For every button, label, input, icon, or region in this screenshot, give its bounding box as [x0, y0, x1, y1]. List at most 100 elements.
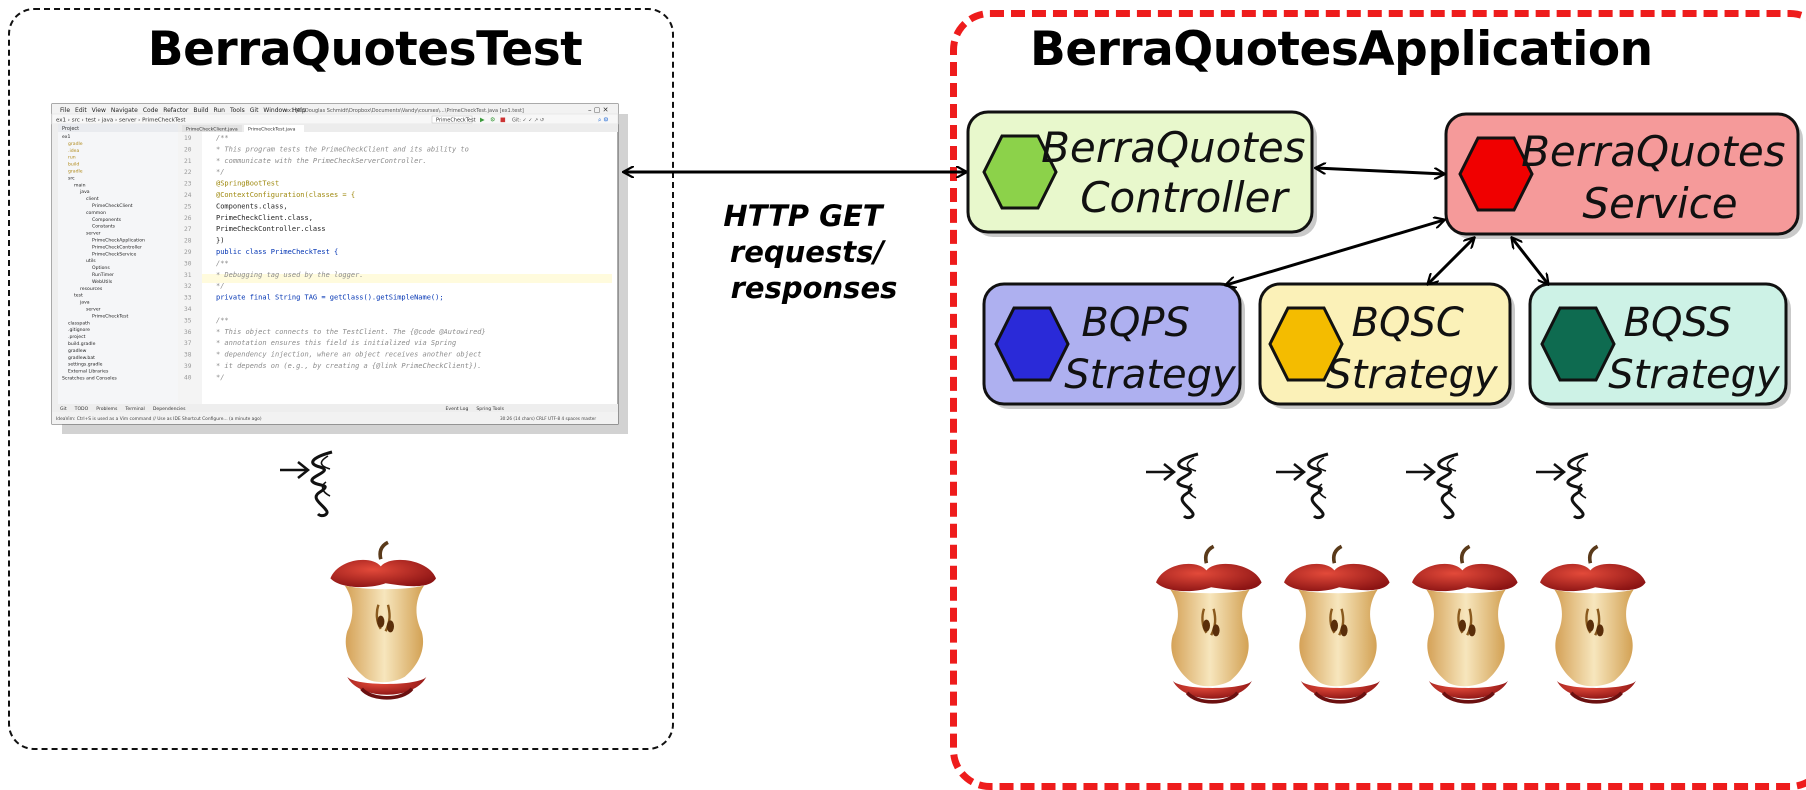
- http-arrow-label: HTTP GET requests/ responses: [723, 199, 897, 305]
- project-tree-item: server: [86, 307, 101, 313]
- code-line: PrimeCheckClient.class,: [216, 214, 313, 222]
- bqsc-label-2: Strategy: [1326, 352, 1499, 398]
- project-tree-item: src: [68, 175, 75, 181]
- code-line: * This program tests the PrimeCheckClien…: [216, 145, 469, 153]
- line-number: 35: [184, 317, 192, 324]
- bqss-box[interactable]: BQSS Strategy: [1528, 282, 1791, 409]
- ide-menu-item: Code: [143, 107, 159, 114]
- project-tree-item: Constants: [92, 224, 116, 230]
- project-tree-item: ex1: [62, 134, 70, 140]
- bqss-hexagon-icon: [1540, 306, 1616, 382]
- ide-menu-item: Tools: [229, 107, 245, 114]
- ide-menu-item: Help: [292, 107, 306, 114]
- test-panel: [8, 8, 674, 750]
- editor-tab-label: PrimeCheckTest.java: [248, 127, 296, 133]
- apple-core-icon: [1282, 544, 1392, 704]
- controller-box[interactable]: BerraQuotes Controller: [966, 110, 1319, 237]
- line-number: 30: [184, 260, 192, 267]
- tool-window-tab: Dependencies: [153, 406, 186, 412]
- line-numbers: 1920212223242526272829303132333435363738…: [184, 135, 192, 381]
- project-tree-item: .gitignore: [68, 327, 90, 333]
- status-bar-info: 30:26 (14 chars) CRLF UTF-8 4 spaces mas…: [500, 416, 596, 421]
- tool-window-tab: Terminal: [124, 406, 144, 412]
- search-icon[interactable]: ⌕ ⚙: [598, 117, 609, 124]
- breadcrumb-item: ex1: [56, 118, 66, 124]
- git-toolbar-icon[interactable]: Git: ✓ ✓ ↗ ↺: [512, 118, 544, 124]
- apple-core-icon: [1410, 544, 1520, 704]
- editor-tab: [244, 125, 304, 132]
- code-line: public class PrimeCheckTest {: [216, 248, 338, 256]
- line-number: 26: [184, 215, 192, 222]
- project-tree-item: PrimeCheckApplication: [92, 238, 145, 244]
- svg-text:BerraQuotes Controller: BerraQuotes Controller: [1041, 123, 1319, 222]
- project-tree-item: common: [86, 211, 106, 216]
- breadcrumb-item: › server: [113, 118, 137, 124]
- line-number: 34: [184, 306, 192, 313]
- project-tree-item: .project: [68, 334, 86, 340]
- project-tree-item: gradle: [68, 141, 83, 147]
- tool-window-tab: Problems: [96, 406, 118, 412]
- thread-icon: [1144, 452, 1200, 520]
- service-bqss-arrow: [1512, 238, 1548, 284]
- ide-menu-item: Refactor: [163, 107, 189, 114]
- code-line: @ContextConfiguration(classes = {: [216, 191, 355, 199]
- svg-text:BQSC Strategy: BQSC Strategy: [1326, 300, 1499, 398]
- ide-breadcrumb: ex1 › src › test › java › server › Prime…: [56, 118, 186, 124]
- apple-core-icon: [1154, 544, 1264, 704]
- line-number: 25: [184, 203, 192, 210]
- bqsc-label-1: BQSC: [1352, 300, 1464, 346]
- line-number: 38: [184, 352, 192, 359]
- project-tree[interactable]: ex1gradle.idearunbuildgradlesrcmainjavac…: [62, 134, 145, 382]
- ide-menu-item: File: [60, 107, 70, 114]
- service-bqsc-arrow: [1428, 238, 1474, 284]
- project-tree-item: Scratches and Consoles: [62, 376, 117, 382]
- line-number: 21: [184, 158, 192, 165]
- ide-menu-item: Git: [250, 107, 259, 114]
- code-line: /**: [216, 259, 229, 267]
- line-number: 32: [184, 283, 192, 290]
- code-line: /**: [216, 134, 229, 142]
- apple-core-icon: [328, 540, 438, 700]
- project-panel-header[interactable]: Project: [62, 126, 79, 132]
- project-tree-item: test: [74, 293, 83, 299]
- line-number: 27: [184, 226, 192, 233]
- project-tree-item: gradlew.bat: [68, 355, 95, 361]
- code-line: * communicate with the PrimeCheckServerC…: [216, 157, 427, 165]
- project-tree-item: PrimeCheckService: [92, 251, 136, 257]
- ide-menu-item: View: [92, 107, 106, 114]
- bqps-box[interactable]: BQPS Strategy: [982, 282, 1245, 409]
- project-tree-item: PrimeCheckClient: [92, 203, 133, 209]
- controller-label-1: BerraQuotes: [1041, 123, 1306, 172]
- apple-core-icon: [1538, 544, 1648, 704]
- project-tree-item: gradlew: [68, 348, 87, 354]
- breadcrumb-item: › java: [96, 118, 113, 124]
- breadcrumb-item: › src: [66, 118, 80, 124]
- service-label-1: BerraQuotes: [1521, 127, 1786, 176]
- debug-icon[interactable]: ⚙: [490, 117, 495, 124]
- service-bqps-arrow: [1226, 220, 1444, 285]
- breadcrumb-item: › test: [80, 118, 97, 124]
- bqsc-box[interactable]: BQSC Strategy: [1258, 282, 1515, 409]
- service-box[interactable]: BerraQuotes Service: [1444, 112, 1803, 239]
- code-line: */: [216, 168, 224, 176]
- run-icon[interactable]: ▶: [480, 117, 485, 124]
- line-number: 36: [184, 329, 192, 336]
- code-line: /**: [216, 316, 229, 324]
- project-tree-item: RunTimer: [92, 272, 114, 278]
- stop-icon[interactable]: ■: [500, 117, 506, 124]
- thread-icon: [278, 450, 334, 518]
- code-editor[interactable]: /** * This program tests the PrimeCheckC…: [216, 134, 486, 381]
- ide-window-path: ex1 [D:\Douglas Schmidt\Dropbox\Document…: [285, 108, 524, 114]
- bqps-hexagon-icon: [994, 306, 1070, 382]
- line-number: 24: [184, 192, 192, 199]
- service-hexagon-icon: [1458, 136, 1534, 212]
- service-label-2: Service: [1582, 179, 1737, 228]
- project-tree-item: PrimeCheckController: [92, 244, 142, 250]
- run-config-select[interactable]: PrimeCheckTest: [436, 118, 476, 124]
- line-number: 33: [184, 295, 192, 302]
